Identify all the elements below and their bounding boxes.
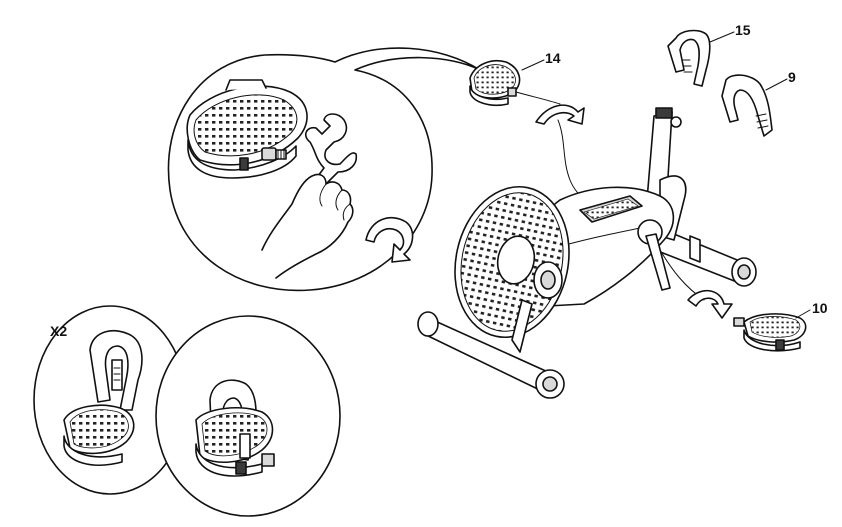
detail-bubble-pedal-install [168, 48, 480, 290]
callout-10: 10 [812, 300, 828, 316]
quantity-label: X2 [50, 323, 67, 339]
pedal-10 [734, 314, 806, 351]
callout-9: 9 [788, 69, 796, 85]
strap-9 [722, 75, 772, 136]
arrow-14-icon [536, 105, 584, 124]
air-bike [418, 108, 756, 398]
pedal-14 [470, 61, 560, 105]
callout-15: 15 [735, 22, 751, 38]
arrow-10-icon [688, 291, 732, 318]
detail-bubble-strap-mounted [156, 316, 340, 516]
callout-14: 14 [545, 50, 561, 66]
strap-15 [668, 31, 710, 86]
